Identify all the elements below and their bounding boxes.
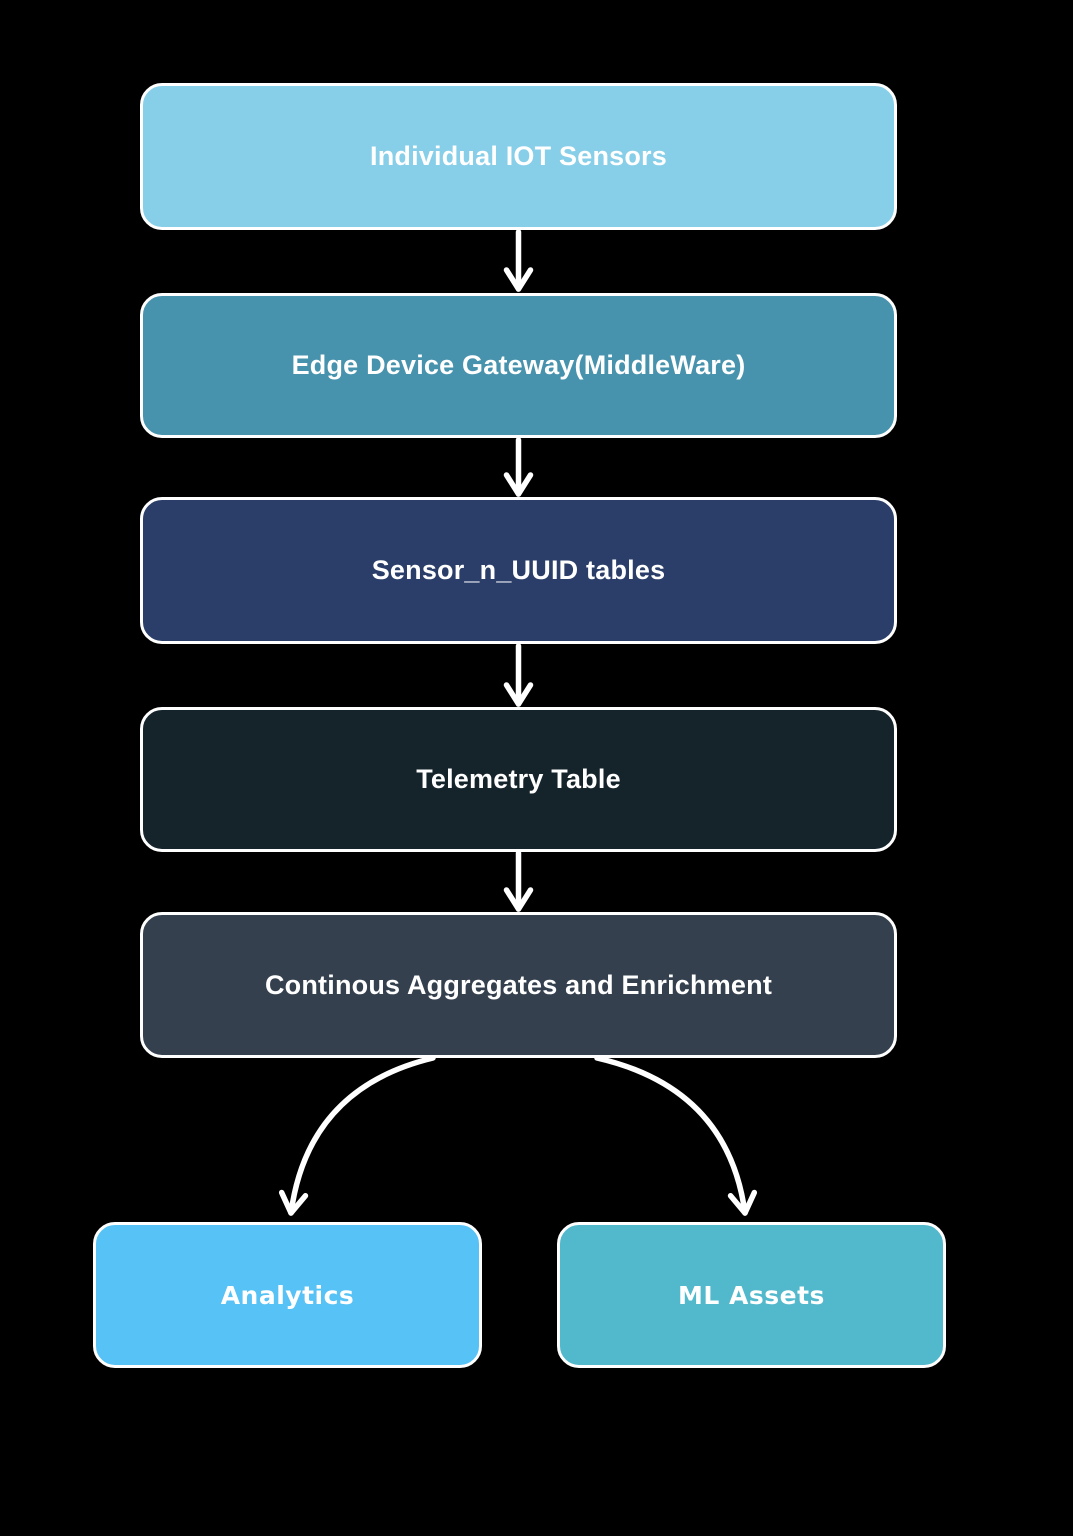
node-ml-assets: ML Assets [557, 1222, 946, 1368]
node-analytics: Analytics [93, 1222, 482, 1368]
node-edge-device-gateway-label: Edge Device Gateway(MiddleWare) [291, 350, 746, 380]
node-analytics-label: Analytics [220, 1280, 355, 1310]
node-sensor-n-uuid-tables: Sensor_n_UUID tables [140, 497, 897, 644]
node-individual-iot-sensors: Individual IOT Sensors [140, 83, 897, 230]
node-sensor-n-uuid-tables-label: Sensor_n_UUID tables [371, 555, 666, 585]
node-edge-device-gateway: Edge Device Gateway(MiddleWare) [140, 293, 897, 438]
node-individual-iot-sensors-label: Individual IOT Sensors [370, 141, 667, 171]
node-telemetry-table: Telemetry Table [140, 707, 897, 852]
edge-aggregates-to-analytics [278, 1055, 436, 1216]
node-ml-assets-label: ML Assets [678, 1280, 825, 1310]
node-continous-aggregates-label: Continous Aggregates and Enrichment [264, 969, 773, 1000]
node-continous-aggregates: Continous Aggregates and Enrichment [140, 912, 897, 1058]
edge-aggregates-to-ml-assets [594, 1055, 758, 1216]
node-telemetry-table-label: Telemetry Table [416, 764, 621, 794]
